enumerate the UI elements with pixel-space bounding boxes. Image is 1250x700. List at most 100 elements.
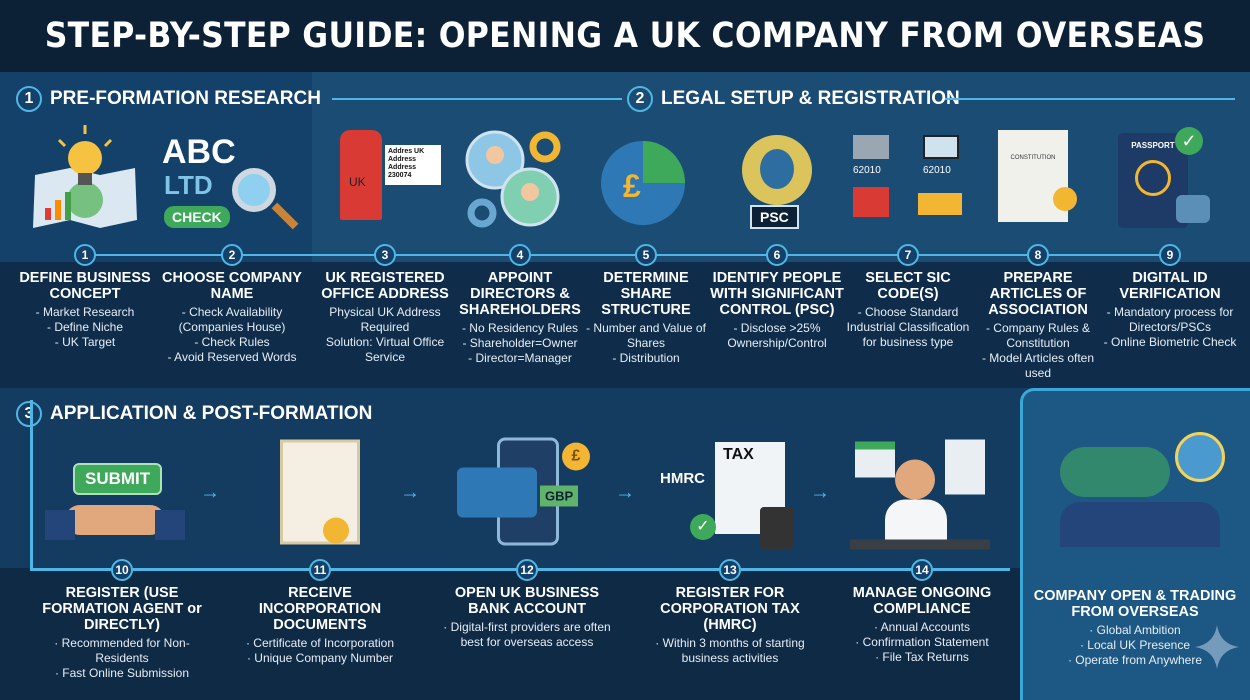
step-detail: · Certificate of Incorporation — [245, 636, 395, 650]
step-detail: · File Tax Returns — [875, 650, 969, 664]
page-title: STEP-BY-STEP GUIDE: OPENING A UK COMPANY… — [0, 0, 1250, 72]
check-icon: ✓ — [690, 514, 716, 540]
step-detail: - Mandatory process for Directors/PSCs — [1106, 305, 1234, 334]
postbox-icon: UK Addres UK Address Address 230074 — [335, 125, 445, 235]
final-outcome: COMPANY OPEN & TRADING FROM OVERSEAS · G… — [1025, 588, 1245, 668]
office-worker-icon — [850, 439, 990, 555]
timeline-connector — [30, 400, 33, 570]
handshake-submit-icon: SUBMIT — [45, 435, 185, 555]
camera-icon — [1176, 195, 1210, 223]
icon-text: CHECK — [164, 206, 230, 228]
section-3-header: 3 APPLICATION & POST-FORMATION — [16, 401, 372, 427]
step-title: DEFINE BUSINESS CONCEPT — [19, 270, 151, 302]
step-detail: Solution: Virtual Office Service — [325, 335, 445, 364]
step-title: DETERMINE SHARE STRUCTURE — [601, 270, 691, 318]
section-label: APPLICATION & POST-FORMATION — [50, 403, 373, 424]
people-gears-icon — [465, 130, 561, 228]
step-title: MANAGE ONGOING COMPLIANCE — [852, 585, 992, 617]
step-number-badge: 11 — [309, 559, 331, 581]
final-line: · Local UK Presence — [1079, 638, 1191, 652]
step-detail: - Avoid Reserved Words — [167, 350, 297, 364]
step-title: RECEIVE INCORPORATION DOCUMENTS — [258, 585, 382, 633]
step-title: PREPARE ARTICLES OF ASSOCIATION — [988, 270, 1088, 318]
industry-icon: 62010 62010 — [848, 125, 968, 235]
step-title: UK REGISTERED OFFICE ADDRESS — [321, 270, 449, 302]
address-label: Addres UK Address Address 230074 — [385, 145, 441, 185]
icon-text: ABC — [162, 133, 236, 171]
step-3: UK REGISTERED OFFICE ADDRESS Physical UK … — [315, 270, 455, 365]
step-detail: - Market Research — [35, 305, 135, 319]
step-1: DEFINE BUSINESS CONCEPT - Market Research… — [15, 270, 155, 350]
step-2: CHOOSE COMPANY NAME - Check Availability … — [162, 270, 302, 365]
calculator-icon — [760, 507, 794, 549]
final-title: COMPANY OPEN & TRADING FROM OVERSEAS — [1033, 588, 1237, 620]
step-detail: - Check Availability (Companies House) — [178, 305, 286, 334]
section-number: 3 — [16, 401, 42, 427]
step-title: DIGITAL ID VERIFICATION — [1119, 270, 1221, 302]
step-14: MANAGE ONGOING COMPLIANCE · Annual Accoun… — [832, 585, 1012, 665]
step-number-badge: 6 — [766, 244, 788, 266]
icon-text: SUBMIT — [73, 463, 163, 495]
step-detail: · Annual Accounts — [873, 620, 971, 634]
step-title: IDENTIFY PEOPLE WITH SIGNIFICANT CONTROL… — [710, 270, 844, 318]
final-line: · Operate from Anywhere — [1067, 653, 1203, 667]
step-number-badge: 12 — [516, 559, 538, 581]
step-number-badge: 3 — [374, 244, 396, 266]
arrow-right-icon: → — [200, 481, 220, 504]
step-detail: - Distribution — [612, 351, 680, 365]
step-title: CHOOSE COMPANY NAME — [162, 270, 302, 302]
icon-text: UK — [349, 175, 366, 189]
step-detail: - Director=Manager — [468, 351, 572, 365]
magnifier-handle — [271, 202, 299, 230]
step-title: OPEN UK BUSINESS BANK ACCOUNT — [454, 585, 600, 617]
step-detail: Physical UK Address Required — [329, 305, 441, 334]
step-number-badge: 8 — [1027, 244, 1049, 266]
step-6: IDENTIFY PEOPLE WITH SIGNIFICANT CONTROL… — [707, 270, 847, 351]
divider — [332, 98, 622, 100]
row-1-text-band — [0, 262, 1250, 388]
step-detail: · Fast Online Submission — [54, 666, 190, 680]
step-11: RECEIVE INCORPORATION DOCUMENTS · Certifi… — [230, 585, 410, 666]
step-detail: - Choose Standard Industrial Classificat… — [846, 305, 970, 349]
icon-text: £ — [623, 168, 641, 204]
step-detail: - Model Articles often used — [981, 351, 1095, 380]
section-number: 1 — [16, 86, 42, 112]
pie-chart-icon: £ — [601, 141, 685, 225]
icon-text: 62010 — [853, 165, 881, 176]
step-5: DETERMINE SHARE STRUCTURE- Number and Va… — [576, 270, 716, 366]
section-number: 2 — [627, 86, 653, 112]
name-search-icon: ABC LTD CHECK — [162, 128, 302, 238]
step-number-badge: 10 — [111, 559, 133, 581]
icon-text: 62010 — [923, 165, 951, 176]
icon-text: HMRC — [660, 470, 705, 487]
step-number-badge: 2 — [221, 244, 243, 266]
lightbulb-map-icon — [33, 125, 137, 228]
tax-form-icon: HMRC TAX ✓ — [660, 442, 800, 552]
section-1-panel — [0, 72, 312, 262]
step-number-badge: 14 — [911, 559, 933, 581]
section-label: LEGAL SETUP & REGISTRATION — [661, 88, 960, 109]
step-detail: · Recommended for Non-Residents — [54, 636, 190, 665]
check-icon: ✓ — [1175, 127, 1203, 155]
step-number-badge: 13 — [719, 559, 741, 581]
step-number-badge: 9 — [1159, 244, 1181, 266]
step-detail: · Confirmation Statement — [855, 635, 989, 649]
step-8: PREPARE ARTICLES OF ASSOCIATION- Company… — [968, 270, 1108, 381]
arrow-right-icon: → — [615, 481, 635, 504]
globe-team-icon — [1040, 432, 1230, 552]
divider — [945, 98, 1235, 100]
final-line: · Global Ambition — [1089, 623, 1181, 637]
spotlight-person-icon: PSC — [722, 125, 832, 235]
step-detail: - UK Target — [54, 335, 116, 349]
step-detail: · Within 3 months of starting business a… — [655, 636, 805, 665]
icon-text: GBP — [540, 485, 579, 507]
step-detail: - Shareholder=Owner — [462, 336, 578, 350]
step-detail: - Define Niche — [46, 320, 124, 334]
step-detail: - Check Rules — [194, 335, 270, 349]
magnifier-icon — [232, 168, 276, 212]
section-2-header: 2 LEGAL SETUP & REGISTRATION — [627, 86, 960, 112]
certificate-icon — [275, 439, 365, 555]
step-4: APPOINT DIRECTORS & SHAREHOLDERS- No Res… — [450, 270, 590, 366]
step-number-badge: 1 — [74, 244, 96, 266]
